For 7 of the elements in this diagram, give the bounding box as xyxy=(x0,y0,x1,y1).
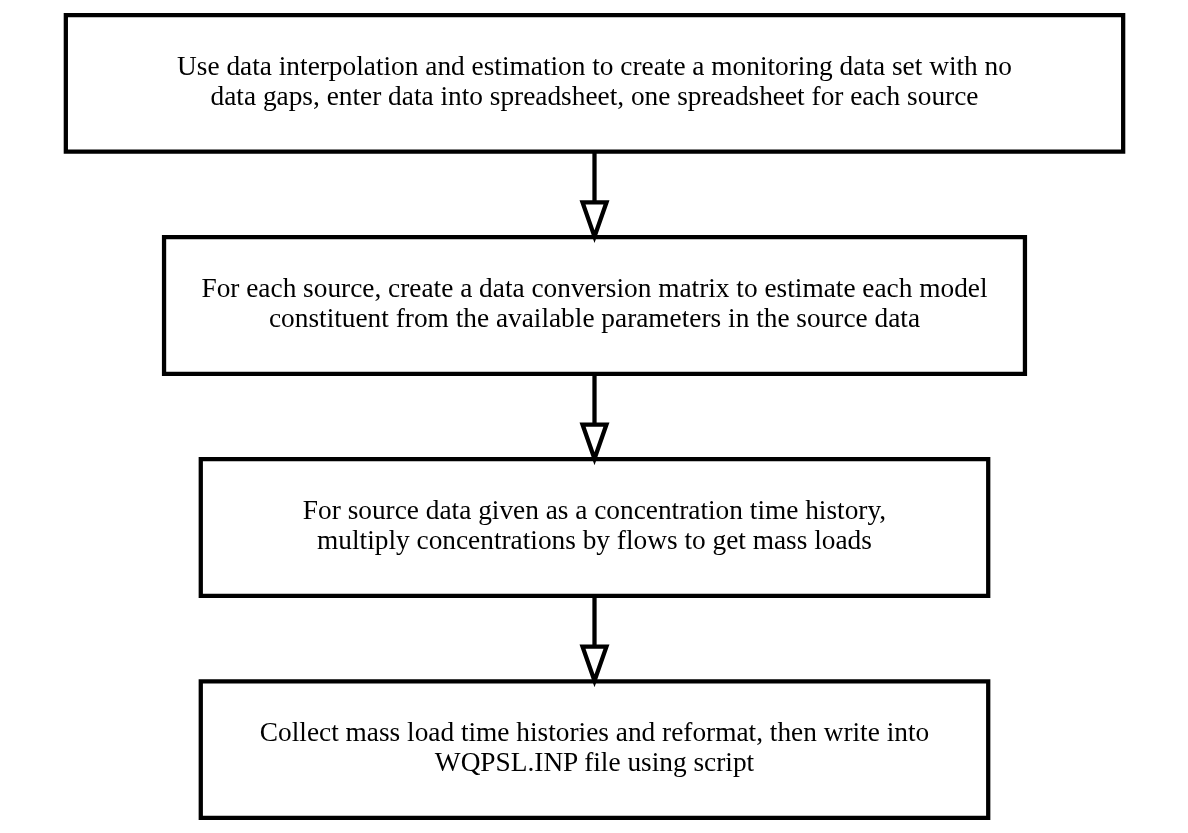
node-box: For each source, create a data conversion matrix to estimate each model constituent from the available parameters in the source data xyxy=(161,235,1027,376)
arrow xyxy=(579,373,609,466)
node-box: Collect mass load time histories and reformat, then write into WQPSL.INP file using script xyxy=(198,679,990,821)
node-box: For source data given as a concentration time history, multiply concentrations by flows to get mass loads xyxy=(198,457,990,598)
arrow xyxy=(579,151,609,244)
arrow xyxy=(579,596,609,688)
node-box: Use data interpolation and estimation to create a monitoring data set with no data gaps, enter data into spreadsheet, one spreadsheet for each source xyxy=(63,12,1125,154)
